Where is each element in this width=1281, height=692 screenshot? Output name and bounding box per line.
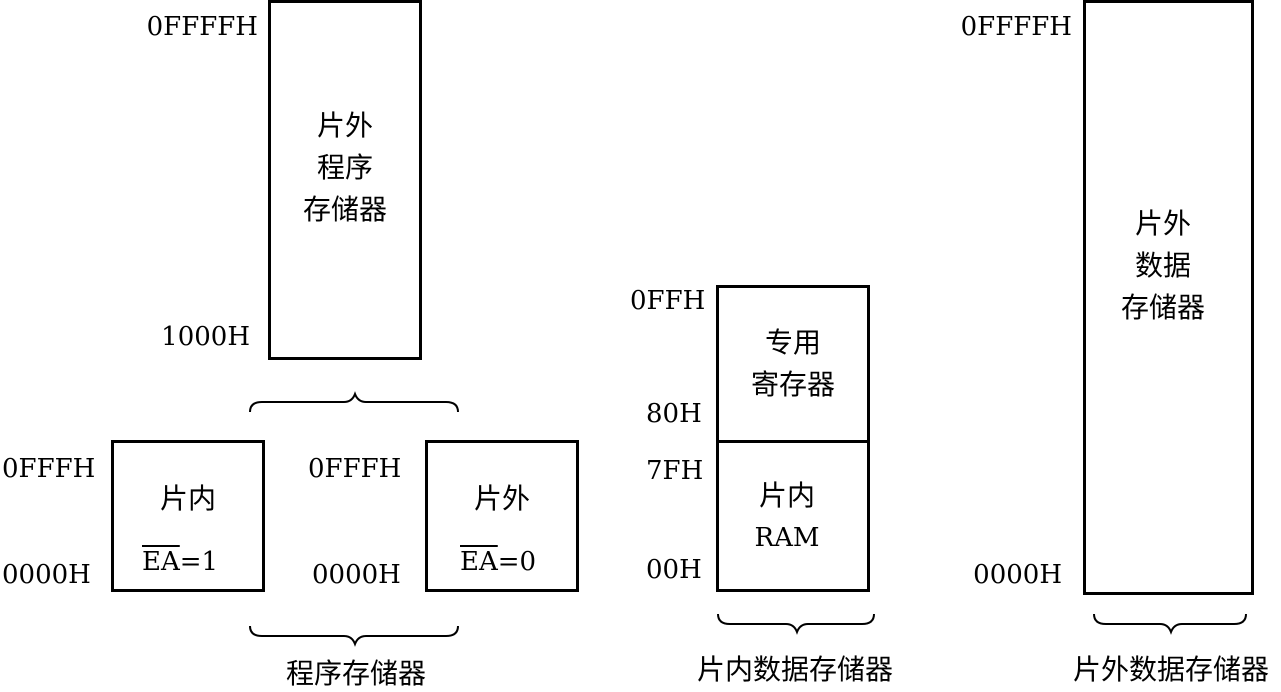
prog-ext-addr-low: 0000H [312, 560, 401, 590]
prog-int-ea-value: =1 [179, 547, 219, 577]
ram-line2: RAM [754, 523, 820, 553]
prog-ext-ea-line: EA=0 [460, 549, 536, 575]
internal-data-memory-caption: 片内数据存储器 [696, 653, 893, 686]
program-memory-bottom-brace [249, 625, 459, 647]
internal-data-memory-brace [717, 613, 875, 635]
prog-ext-addr-high: 0FFFH [308, 454, 402, 484]
ram-line1: 片内 [758, 479, 815, 512]
prog-ext-top-addr-low: 1000H [161, 322, 250, 352]
prog-int-addr-high: 0FFFH [2, 454, 96, 484]
prog-ext-top-addr-high: 0FFFFH [146, 12, 258, 42]
prog-ext-top-line3: 存储器 [302, 193, 387, 226]
program-memory-top-brace [249, 391, 459, 413]
ext-data-line3: 存储器 [1120, 291, 1205, 324]
ram-addr-low: 00H [646, 555, 702, 585]
external-data-memory-brace [1093, 613, 1247, 635]
external-data-memory-caption: 片外数据存储器 [1072, 653, 1269, 686]
ea-signal-overline: EA [142, 547, 180, 577]
sfr-addr-low: 80H [646, 399, 702, 429]
prog-ext-top-line1: 片外 [316, 109, 373, 142]
internal-ram-block: 片内 RAM [716, 440, 870, 592]
prog-external-upper-block: 片外 程序 存储器 [268, 0, 422, 360]
prog-external-block: 片外 EA=0 [425, 440, 579, 592]
prog-ext-ea-value: =0 [497, 547, 537, 577]
sfr-line2: 寄存器 [750, 368, 835, 401]
prog-ext-title: 片外 [473, 482, 530, 515]
ext-data-line2: 数据 [1134, 249, 1191, 282]
ea-signal-overline: EA [460, 547, 498, 577]
ext-data-addr-low: 0000H [973, 560, 1062, 590]
prog-ext-top-line2: 程序 [316, 151, 373, 184]
sfr-addr-high: 0FFH [630, 286, 706, 316]
prog-int-addr-low: 0000H [2, 560, 91, 590]
prog-memory-caption: 程序存储器 [285, 657, 426, 690]
sfr-line1: 专用 [764, 326, 821, 359]
ram-addr-high: 7FH [646, 456, 704, 486]
ext-data-addr-high: 0FFFFH [960, 12, 1072, 42]
prog-int-ea-line: EA=1 [142, 549, 218, 575]
ext-data-line1: 片外 [1134, 207, 1191, 240]
prog-int-title: 片内 [159, 482, 216, 515]
external-data-memory-block: 片外 数据 存储器 [1083, 0, 1254, 595]
prog-internal-block: 片内 EA=1 [111, 440, 265, 592]
